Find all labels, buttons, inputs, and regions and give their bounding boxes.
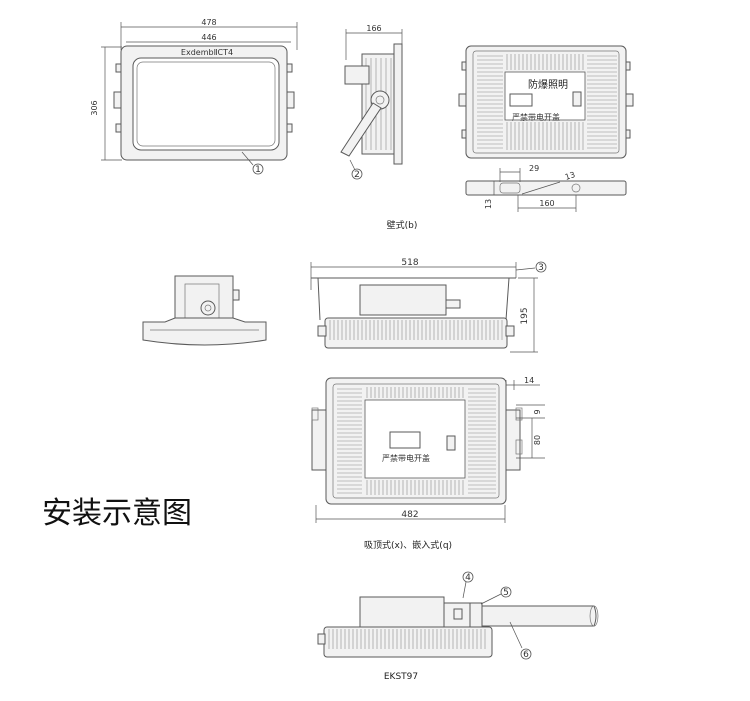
pole-tube: [481, 605, 597, 627]
driver-box: [359, 284, 447, 316]
callout-4: 4: [465, 573, 471, 583]
top-view-ceiling: 严禁带电开盖 14 9 80 482: [311, 376, 545, 523]
diagram-heading: 安装示意图: [42, 496, 192, 531]
glass-window: [132, 57, 280, 151]
side-view-ceiling: 518 3 195: [310, 258, 547, 353]
dim-482: 482: [401, 510, 418, 520]
warning-text-top: 严禁带电开盖: [382, 453, 430, 463]
dim-166: 166: [366, 24, 381, 33]
dim-195: 195: [520, 307, 530, 324]
dim-14: 14: [524, 376, 534, 385]
callout-1: 1: [255, 165, 261, 175]
caption-wall-mount: 壁式(b): [387, 219, 418, 231]
callout-3: 3: [538, 263, 544, 273]
caption-ceiling-mount: 吸顶式(x)、嵌入式(q): [364, 539, 452, 551]
front-glass-edge: [393, 43, 403, 165]
pole-driver-box: [359, 596, 445, 628]
callout-2: 2: [354, 170, 360, 180]
marking-label: ExdembⅡCT4: [181, 48, 233, 57]
dim-518: 518: [401, 258, 418, 268]
side-view-wall: 166 2: [340, 24, 403, 180]
mounting-bracket-bar: [465, 180, 627, 196]
mounting-arm: [340, 102, 382, 157]
dim-80: 80: [533, 435, 542, 445]
heatsink: [324, 317, 508, 349]
front-view-wall: 478 446 306 ExdembⅡCT4 1: [90, 18, 298, 175]
dim-9: 9: [533, 409, 542, 414]
dim-306: 306: [90, 100, 99, 115]
warning-title: 防爆照明: [528, 78, 568, 91]
callout-5: 5: [503, 588, 509, 598]
end-body: [142, 317, 267, 346]
top-mount: [344, 65, 370, 85]
dim-29: 29: [529, 164, 539, 173]
caption-model: EKST97: [384, 672, 418, 682]
side-view-pole: 4 5 6: [317, 571, 599, 660]
dim-13-vertical: 13: [484, 199, 493, 209]
rear-view-wall: 防爆照明 严禁带电开盖 29 13 13 160: [458, 45, 634, 212]
warning-plate: [504, 71, 586, 121]
callout-6: 6: [523, 650, 529, 660]
dim-446: 446: [201, 33, 216, 42]
dim-478: 478: [201, 18, 216, 27]
dim-160: 160: [539, 199, 554, 208]
dim-13-diag: 13: [564, 170, 576, 182]
end-view-ceiling: [142, 275, 267, 346]
warning-text: 严禁带电开盖: [512, 112, 560, 122]
